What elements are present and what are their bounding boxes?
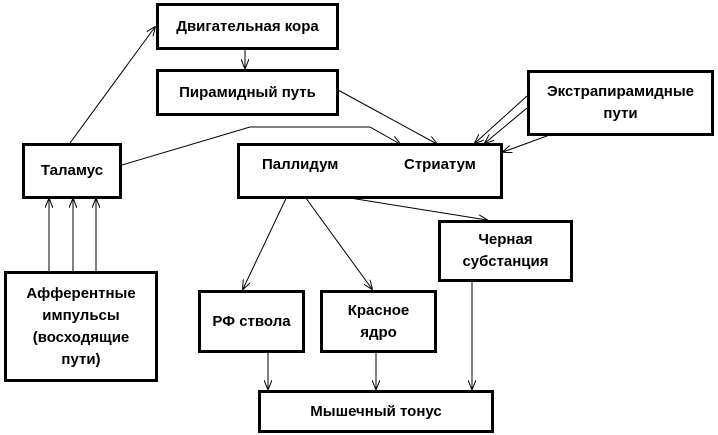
pyramidal-path-box: Пирамидный путь — [156, 69, 339, 116]
arrow-extrapyramidal-to-box — [503, 132, 556, 152]
arrow-pallidum-to-rf — [243, 189, 291, 289]
red-nucleus-box: Красное ядро — [320, 290, 437, 353]
extrapyramidal-label: Экстрапирамидные пути — [546, 83, 694, 122]
afferent-impulses-label: Афферентные импульсы (восходящие пути) — [26, 284, 136, 368]
arrow-extrapyramidal-to-striatum-2 — [485, 107, 528, 143]
thalamus-label: Таламус — [40, 162, 104, 179]
substantia-nigra-label: Черная субстанция — [462, 231, 549, 270]
pallidum-label: Паллидум — [262, 156, 339, 173]
afferent-impulses-box: Афферентные импульсы (восходящие пути) — [4, 271, 158, 382]
pyramidal-path-label: Пирамидный путь — [179, 83, 316, 101]
arrow-extrapyramidal-to-striatum-1 — [475, 95, 528, 143]
pallidum-striatum-box — [237, 143, 503, 199]
muscle-tone-label: Мышечный тонус — [310, 402, 442, 420]
arrow-thalamus-to-striatum — [121, 126, 400, 166]
motor-cortex-label: Двигательная кора — [176, 17, 319, 35]
striatum-label: Стриатум — [404, 156, 476, 173]
rf-brainstem-label: РФ ствола — [212, 312, 291, 330]
muscle-tone-box: Мышечный тонус — [258, 390, 494, 433]
motor-cortex-box: Двигательная кора — [156, 3, 339, 50]
thalamus-box: Таламус — [22, 143, 122, 199]
red-nucleus-label: Красное ядро — [347, 301, 410, 341]
arrow-thalamus-to-cortex — [69, 27, 155, 144]
extrapyramidal-box: Экстрапирамидные пути — [527, 70, 714, 136]
rf-brainstem-box: РФ ствола — [198, 290, 305, 353]
substantia-nigra-box: Черная субстанция — [438, 220, 573, 282]
arrow-pallidum-to-red-nucleus — [299, 189, 372, 289]
arrow-pyramidal-to-striatum — [337, 89, 437, 144]
